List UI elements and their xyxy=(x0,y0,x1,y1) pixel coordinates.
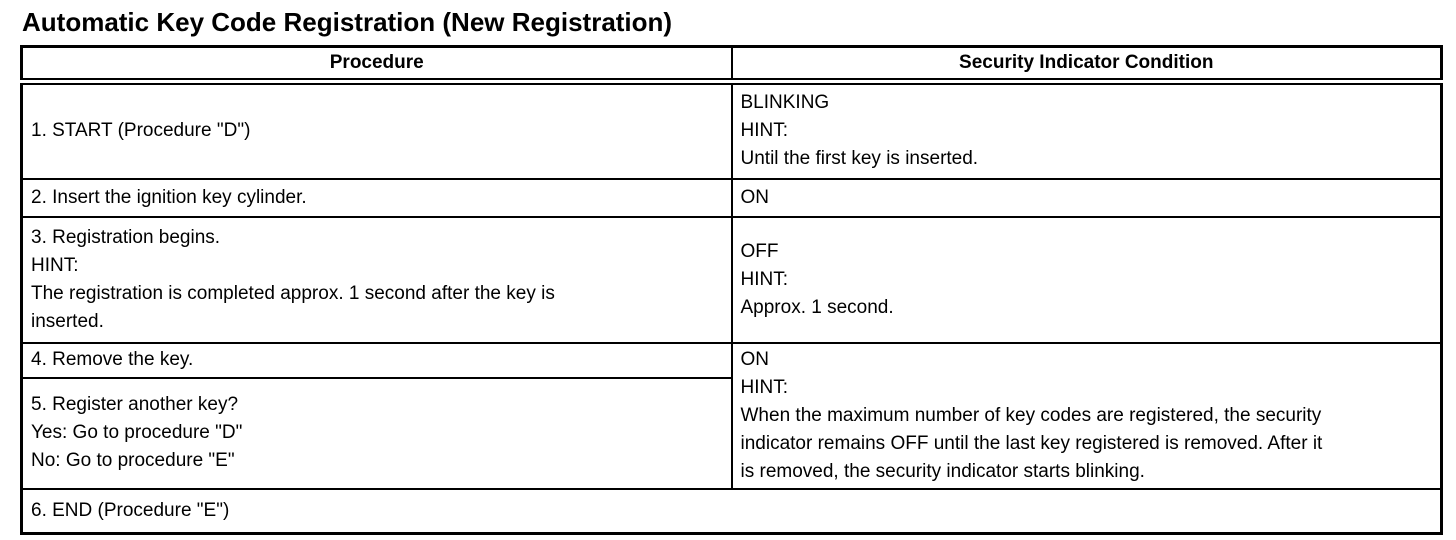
security-indicator-column-header: Security Indicator Condition xyxy=(730,45,1443,85)
procedure-column-header: Procedure xyxy=(20,45,733,85)
procedure-cell-step-4: 4. Remove the key. xyxy=(20,341,733,379)
procedure-cell-step-6: 6. END (Procedure "E") xyxy=(20,487,1443,535)
condition-cell-step-1: BLINKING HINT: Until the first key is in… xyxy=(730,80,1443,180)
condition-cell-step-3: OFF HINT: Approx. 1 second. xyxy=(730,215,1443,344)
table-row-step-4: 4. Remove the key. ON HINT: When the max… xyxy=(20,341,1443,490)
procedure-cell-step-1: 1. START (Procedure "D") xyxy=(20,80,733,180)
key-code-registration-table: Procedure Security Indicator Condition 1… xyxy=(20,44,1443,535)
table-row-step-6: 6. END (Procedure "E") xyxy=(20,487,1443,535)
condition-cell-step-2: ON xyxy=(730,177,1443,218)
page-title: Automatic Key Code Registration (New Reg… xyxy=(22,7,673,37)
table-row-step-5: 5. Register another key? Yes: Go to proc… xyxy=(20,376,1442,490)
table-row-step-2: 2. Insert the ignition key cylinder. ON xyxy=(20,177,1443,218)
procedure-cell-step-3: 3. Registration begins. HINT: The regist… xyxy=(20,215,733,344)
table-row-step-1: 1. START (Procedure "D") BLINKING HINT: … xyxy=(20,80,1443,180)
condition-cell-step-4-5: ON HINT: When the maximum number of key … xyxy=(730,341,1443,490)
procedure-cell-step-5: 5. Register another key? Yes: Go to proc… xyxy=(20,376,733,490)
procedure-cell-step-2: 2. Insert the ignition key cylinder. xyxy=(20,177,733,218)
table-row-step-3: 3. Registration begins. HINT: The regist… xyxy=(20,215,1443,344)
table-header-row: Procedure Security Indicator Condition xyxy=(20,45,1443,85)
